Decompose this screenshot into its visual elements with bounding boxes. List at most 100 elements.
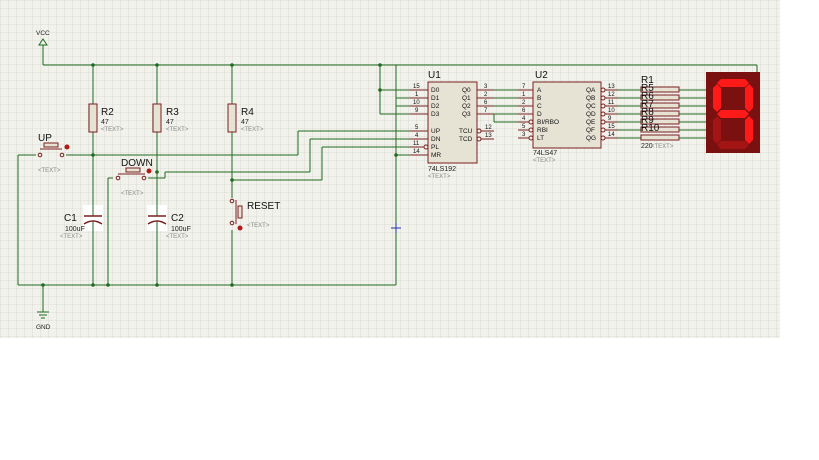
svg-text:<TEXT>: <TEXT>	[38, 168, 61, 174]
svg-text:RESET: RESET	[247, 201, 280, 212]
u1-pin-q3[interactable]: 7Q3	[462, 108, 494, 118]
seven-segment-display[interactable]: 9	[0, 0, 760, 153]
svg-text:12: 12	[485, 125, 492, 131]
resistor-r2[interactable]: R2 47 <TEXT>	[88, 103, 124, 133]
svg-text:1: 1	[522, 92, 526, 98]
resistor-r3[interactable]: R3 47 <TEXT>	[152, 103, 189, 133]
svg-text:6: 6	[484, 100, 488, 106]
u1-pin-q1[interactable]: 2Q1	[462, 92, 494, 102]
svg-text:D2: D2	[431, 103, 440, 110]
resistor-r4[interactable]: R4 47 <TEXT>	[227, 103, 264, 133]
svg-text:D: D	[537, 111, 542, 118]
segment-resistor-r10[interactable]: R10	[618, 123, 708, 141]
svg-text:74LS47: 74LS47	[533, 150, 557, 157]
up-button[interactable]: UP <TEXT>	[37, 133, 70, 174]
svg-text:R10: R10	[641, 123, 660, 134]
svg-text:2: 2	[522, 100, 526, 106]
wires	[17, 64, 758, 286]
svg-text:2: 2	[484, 92, 488, 98]
svg-text:PL: PL	[431, 144, 439, 151]
u1-pin-q2[interactable]: 6Q2	[462, 100, 494, 110]
svg-text:U1: U1	[428, 70, 441, 81]
grid-lines	[0, 0, 780, 338]
svg-text:47: 47	[101, 119, 109, 126]
probe-marker[interactable]	[391, 223, 401, 233]
reset-button[interactable]: RESET <TEXT>	[229, 198, 280, 231]
svg-text:R5: R5	[641, 83, 654, 94]
segment-e	[713, 116, 721, 144]
svg-text:<TEXT>: <TEXT>	[121, 191, 144, 197]
svg-text:74LS192: 74LS192	[428, 166, 456, 173]
svg-text:5: 5	[522, 124, 526, 130]
svg-text:QA: QA	[586, 87, 596, 94]
svg-text:14: 14	[608, 132, 615, 138]
svg-text:1: 1	[415, 92, 419, 98]
segment-resistor-r9[interactable]: R9	[618, 115, 708, 133]
svg-text:TCD: TCD	[459, 136, 473, 143]
svg-text:Q0: Q0	[462, 87, 471, 94]
segment-b	[745, 84, 753, 112]
capacitor-c2[interactable]: C2 100uF <TEXT>	[147, 205, 191, 240]
svg-text:GND: GND	[36, 324, 51, 331]
svg-text:R6: R6	[641, 91, 654, 102]
segment-resistor-r8[interactable]: R8	[618, 107, 708, 125]
svg-text:R1: R1	[641, 75, 654, 86]
svg-text:C1: C1	[64, 213, 77, 224]
down-button[interactable]: DOWN <TEXT>	[115, 158, 153, 197]
svg-text:QG: QG	[586, 135, 596, 142]
svg-text:LT: LT	[537, 135, 544, 142]
svg-text:QF: QF	[586, 127, 595, 134]
svg-text:<TEXT>: <TEXT>	[651, 144, 674, 150]
segment-resistor-pack[interactable]: R1 R5 R6 R7 R8	[618, 75, 708, 150]
svg-text:R9: R9	[641, 115, 654, 126]
segment-f	[713, 84, 721, 112]
svg-text:6: 6	[522, 108, 526, 114]
capacitor-c1[interactable]: C1 100uF <TEXT>	[60, 205, 103, 240]
svg-text:D1: D1	[431, 95, 440, 102]
svg-text:7: 7	[484, 108, 488, 114]
u2-pin-qe[interactable]: 9QE	[586, 116, 618, 126]
u1-pin-q0[interactable]: 3Q0	[462, 84, 494, 94]
svg-text:9: 9	[415, 108, 419, 114]
segment-resistor-r7[interactable]: R7	[618, 99, 708, 117]
segment-resistor-r5[interactable]: R5	[618, 83, 708, 101]
segment-resistor-r1[interactable]: R1	[618, 75, 708, 93]
svg-text:3: 3	[484, 84, 488, 90]
svg-text:<TEXT>: <TEXT>	[247, 223, 270, 229]
svg-text:15: 15	[413, 84, 420, 90]
svg-text:QD: QD	[586, 111, 596, 118]
svg-text:47: 47	[166, 119, 174, 126]
svg-text:14: 14	[413, 149, 420, 155]
vcc-symbol: VCC	[36, 30, 50, 65]
svg-text:R2: R2	[101, 107, 114, 118]
segment-resistor-r6[interactable]: R6	[618, 91, 708, 109]
svg-text:12: 12	[608, 92, 615, 98]
svg-text:QC: QC	[586, 103, 596, 110]
